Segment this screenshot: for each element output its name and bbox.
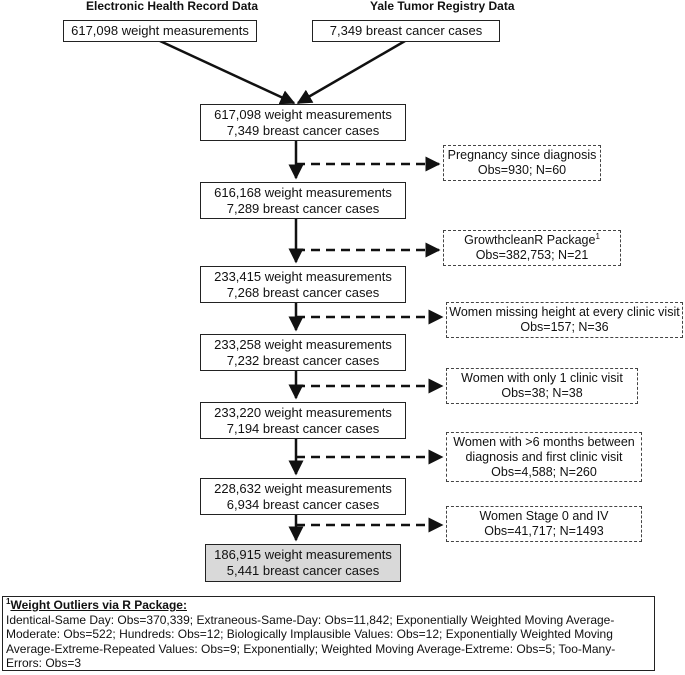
step-6-measurements: 228,632 weight measurements xyxy=(214,480,392,496)
registry-source-count: 7,349 breast cancer cases xyxy=(329,23,483,38)
exclusion-stage-0-iv: Women Stage 0 and IV Obs=41,717; N=1493 xyxy=(446,506,642,542)
flow-step-3: 233,415 weight measurements 7,268 breast… xyxy=(200,266,406,303)
flow-step-6: 228,632 weight measurements 6,934 breast… xyxy=(200,478,406,515)
step-5-cases: 7,194 breast cancer cases xyxy=(226,420,380,436)
exclusion-six-months: Women with >6 months between diagnosis a… xyxy=(446,432,642,482)
exclusion-5-label-2: diagnosis and first clinic visit xyxy=(465,449,623,464)
footnote-heading: 1Weight Outliers via R Package: xyxy=(6,598,651,613)
exclusion-pregnancy: Pregnancy since diagnosis Obs=930; N=60 xyxy=(443,145,601,181)
flow-step-4: 233,258 weight measurements 7,232 breast… xyxy=(200,334,406,371)
flow-final-cohort: 186,915 weight measurements 5,441 breast… xyxy=(205,544,401,582)
exclusion-4-label: Women with only 1 clinic visit xyxy=(461,371,623,385)
exclusion-6-label: Women Stage 0 and IV xyxy=(479,509,609,523)
step-4-measurements: 233,258 weight measurements xyxy=(214,336,392,352)
flow-step-5: 233,220 weight measurements 7,194 breast… xyxy=(200,402,406,439)
step-1-cases: 7,349 breast cancer cases xyxy=(226,122,380,138)
step-5-measurements: 233,220 weight measurements xyxy=(214,404,392,420)
step-3-cases: 7,268 breast cancer cases xyxy=(226,284,380,300)
exclusion-missing-height: Women missing height at every clinic vis… xyxy=(446,302,683,338)
step-4-cases: 7,232 breast cancer cases xyxy=(226,352,380,368)
exclusion-5-label-1: Women with >6 months between xyxy=(453,434,635,449)
arrow-registry-to-merge xyxy=(296,39,406,105)
exclusion-single-visit: Women with only 1 clinic visit Obs=38; N… xyxy=(446,368,638,404)
exclusion-4-stats: Obs=38; N=38 xyxy=(501,386,583,400)
footnote-number: 1 xyxy=(6,597,11,606)
step-2-measurements: 616,168 weight measurements xyxy=(214,184,392,200)
exclusion-growthcleanr: GrowthcleanR Package1 Obs=382,753; N=21 xyxy=(443,230,621,266)
exclusion-2-stats: Obs=382,753; N=21 xyxy=(475,248,589,262)
registry-source-box: 7,349 breast cancer cases xyxy=(312,20,500,42)
exclusion-2-label-line: GrowthcleanR Package1 xyxy=(464,231,600,248)
ehr-source-box: 617,098 weight measurements xyxy=(63,20,257,42)
footnote-box: 1Weight Outliers via R Package: Identica… xyxy=(2,596,655,671)
exclusion-2-label: GrowthcleanR Package xyxy=(464,233,596,247)
exclusion-5-stats: Obs=4,588; N=260 xyxy=(491,464,597,479)
ehr-source-header: Electronic Health Record Data xyxy=(86,0,259,13)
exclusion-6-stats: Obs=41,717; N=1493 xyxy=(484,524,604,538)
step-3-measurements: 233,415 weight measurements xyxy=(214,268,392,284)
exclusion-3-label: Women missing height at every clinic vis… xyxy=(449,305,680,319)
exclusion-1-stats: Obs=930; N=60 xyxy=(477,163,567,177)
final-cases: 5,441 breast cancer cases xyxy=(226,563,380,578)
final-measurements: 186,915 weight measurements xyxy=(214,547,392,562)
footnote-marker: 1 xyxy=(595,231,600,241)
arrow-ehr-to-merge xyxy=(159,39,296,105)
exclusion-1-label: Pregnancy since diagnosis xyxy=(447,148,597,162)
flow-step-2: 616,168 weight measurements 7,289 breast… xyxy=(200,182,406,219)
exclusion-3-stats: Obs=157; N=36 xyxy=(520,320,609,334)
footnote-title: Weight Outliers via R Package: xyxy=(10,598,187,612)
step-2-cases: 7,289 breast cancer cases xyxy=(226,200,380,216)
flow-step-1: 617,098 weight measurements 7,349 breast… xyxy=(200,104,406,141)
footnote-text: Identical-Same Day: Obs=370,339; Extrane… xyxy=(6,612,616,671)
registry-source-header: Yale Tumor Registry Data xyxy=(370,0,515,13)
ehr-source-count: 617,098 weight measurements xyxy=(71,23,249,38)
step-6-cases: 6,934 breast cancer cases xyxy=(226,496,380,512)
step-1-measurements: 617,098 weight measurements xyxy=(214,106,392,122)
